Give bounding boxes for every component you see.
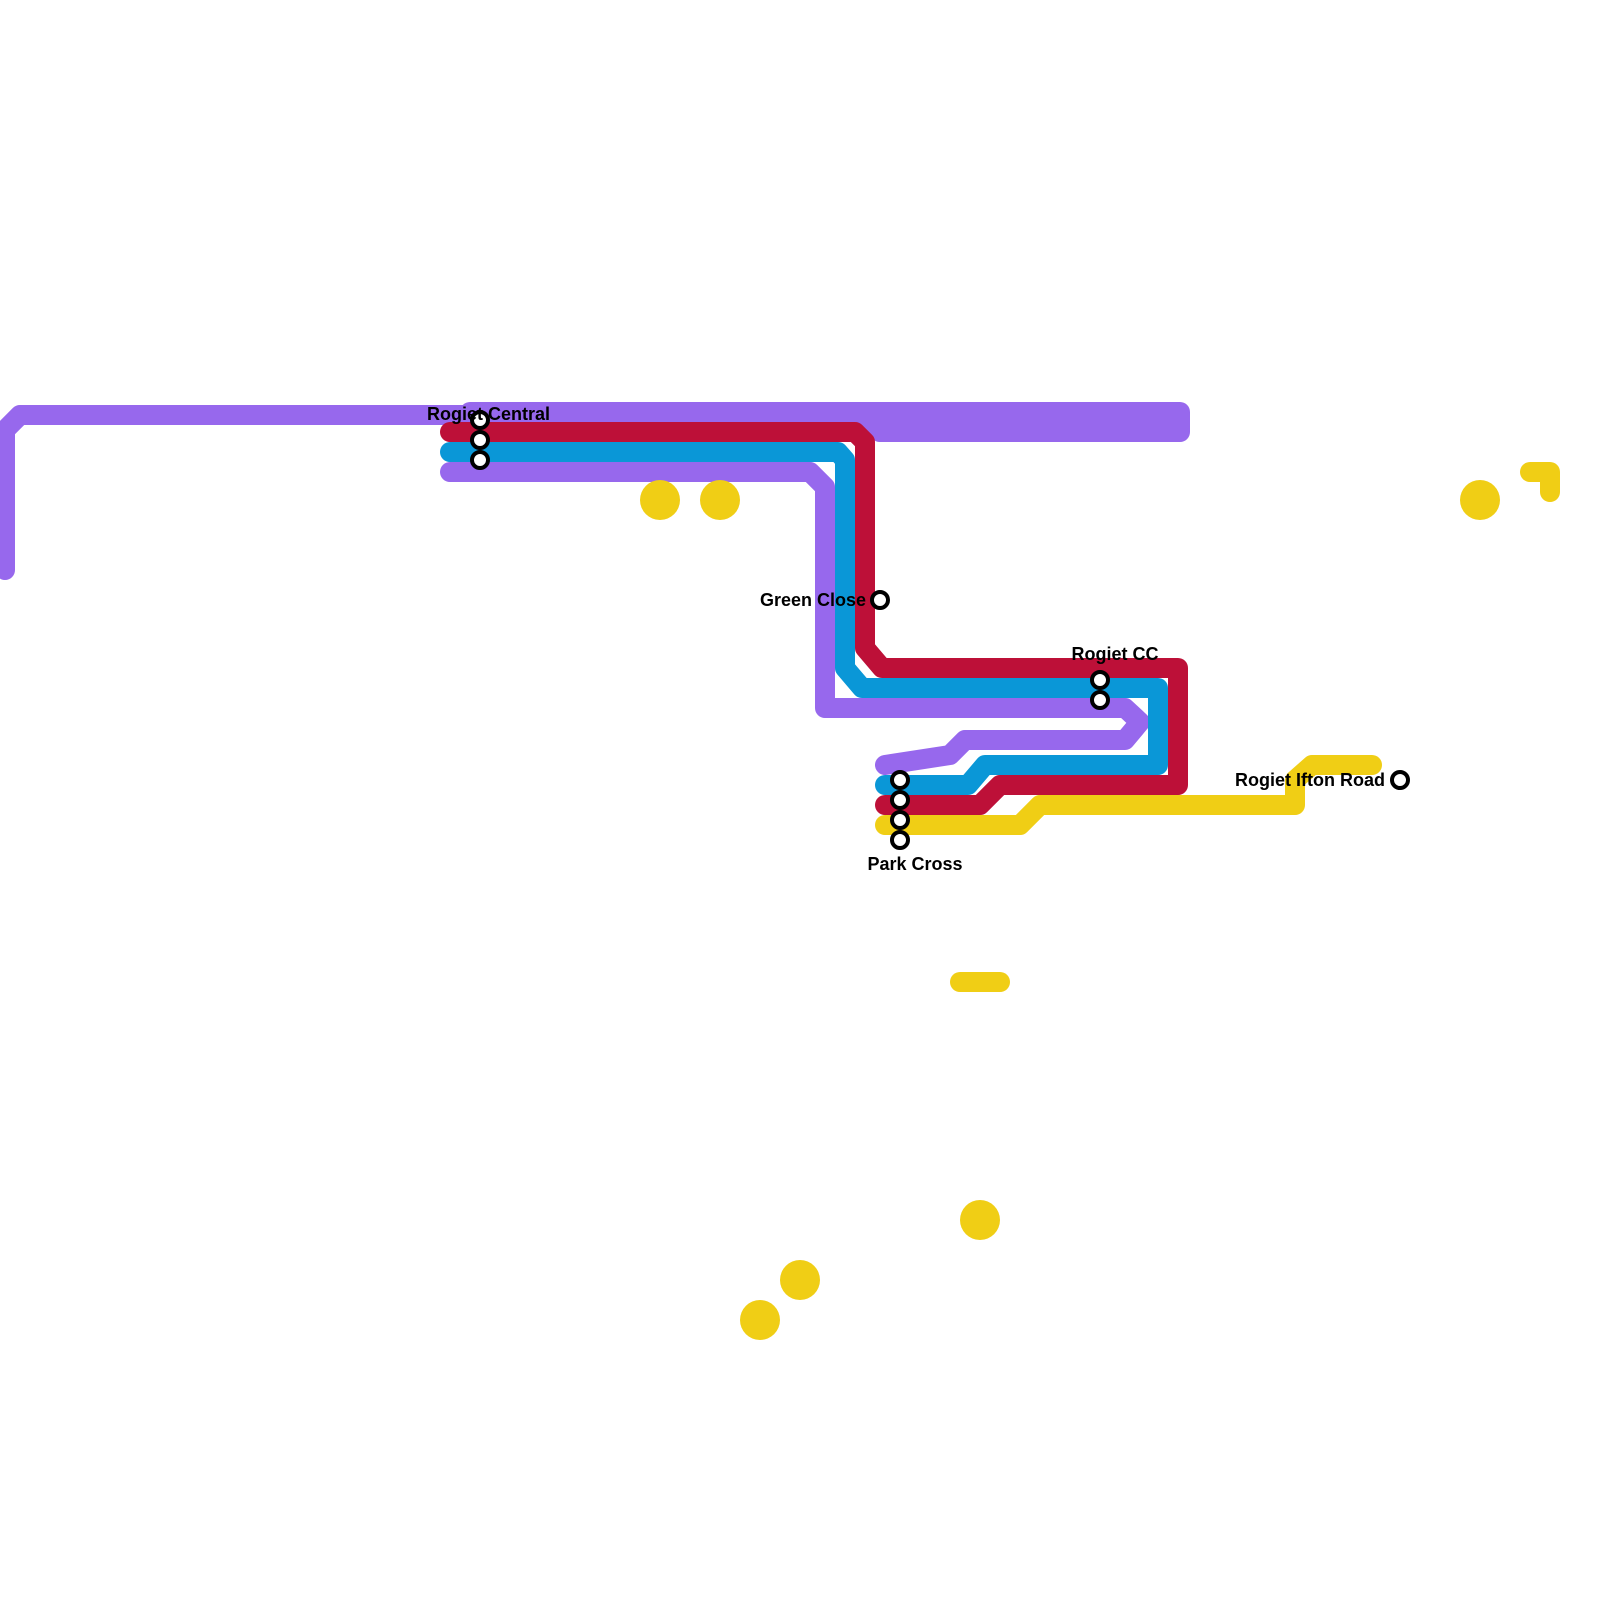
red-line-route[interactable]: [440, 422, 1188, 815]
station-marker[interactable]: [890, 790, 910, 810]
station-marker[interactable]: [890, 830, 910, 850]
station-rogiet-ifton-road[interactable]: Rogiet Ifton Road: [1235, 770, 1410, 790]
station-marker[interactable]: [870, 590, 890, 610]
station-marker[interactable]: [470, 450, 490, 470]
yellow-line-dot: [740, 1300, 780, 1340]
blue-line[interactable]: [440, 442, 1168, 795]
station-rogiet-cc[interactable]: Rogiet CC: [1072, 644, 1159, 710]
station-label: Rogiet Central: [427, 404, 550, 424]
red-line[interactable]: [440, 422, 1188, 815]
yellow-line-fragment-east[interactable]: [1520, 462, 1560, 502]
station-label: Park Cross: [867, 854, 962, 874]
station-marker[interactable]: [1090, 690, 1110, 710]
station-green-close[interactable]: Green Close: [760, 590, 890, 610]
blue-line-route[interactable]: [440, 442, 1168, 795]
yellow-line-dot: [700, 480, 740, 520]
purple-line-upper-trunk[interactable]: [460, 402, 1190, 442]
yellow-line-route[interactable]: [875, 755, 1382, 835]
station-rogiet-central[interactable]: Rogiet Central: [427, 404, 550, 470]
purple-line[interactable]: [0, 402, 1190, 775]
yellow-line-dot: [960, 1200, 1000, 1240]
purple-line-lower-route[interactable]: [440, 462, 1150, 775]
yellow-line-dot: [780, 1260, 820, 1300]
station-marker[interactable]: [890, 770, 910, 790]
yellow-line-dot: [640, 480, 680, 520]
station-marker[interactable]: [1090, 670, 1110, 690]
station-marker[interactable]: [470, 430, 490, 450]
yellow-line[interactable]: [640, 462, 1560, 1340]
purple-line-west-branch[interactable]: [0, 405, 480, 580]
station-marker[interactable]: [470, 410, 490, 430]
station-park-cross[interactable]: Park Cross: [867, 770, 963, 874]
station-marker[interactable]: [1390, 770, 1410, 790]
yellow-line-dot: [1460, 480, 1500, 520]
station-label: Rogiet CC: [1072, 644, 1159, 664]
station-label: Green Close: [760, 590, 866, 610]
station-label: Rogiet Ifton Road: [1235, 770, 1385, 790]
station-marker[interactable]: [890, 810, 910, 830]
